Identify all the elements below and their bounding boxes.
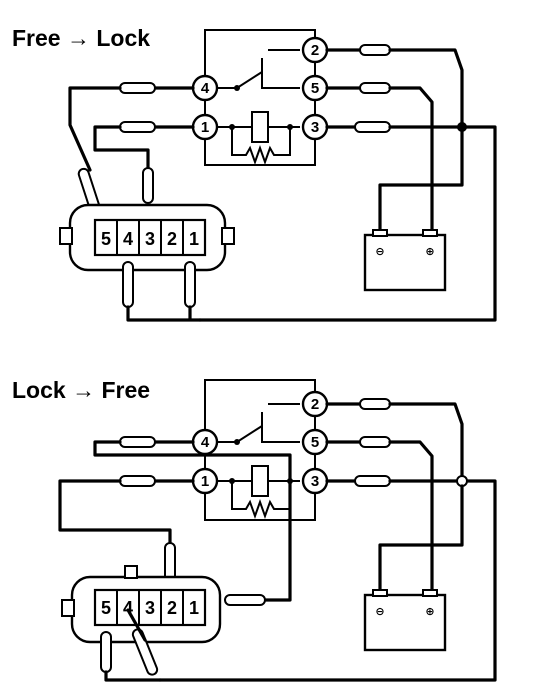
connector-pin: 3 [145, 229, 155, 249]
relay-coil-icon [217, 111, 300, 143]
relay-terminal-3: 3 [301, 467, 329, 495]
test-probe-icon [119, 436, 156, 448]
test-probe-icon [119, 475, 156, 487]
connector-icon: 5 4 3 2 1 [59, 203, 235, 272]
wire [104, 608, 162, 682]
wire [68, 86, 122, 172]
test-probe-icon [224, 594, 266, 606]
relay-terminal-4: 4 [191, 74, 219, 102]
connector-pin: 2 [167, 229, 177, 249]
connector-pin: 1 [189, 229, 199, 249]
test-probe-icon [100, 631, 112, 673]
svg-text:2: 2 [311, 396, 319, 413]
battery-positive-symbol: ⊕ [425, 605, 434, 618]
battery-positive-symbol: ⊕ [425, 245, 434, 258]
svg-text:2: 2 [311, 42, 319, 59]
test-probe-icon [359, 82, 391, 94]
diagram-lock-to-free: Lock → Free 4 1 2 5 [12, 377, 497, 682]
test-probe-icon [119, 82, 156, 94]
wire [388, 48, 464, 127]
relay-terminal-1: 1 [191, 113, 219, 141]
relay-terminal-5: 5 [301, 74, 329, 102]
relay-terminal-4: 4 [191, 428, 219, 456]
relay-terminal-2: 2 [301, 390, 329, 418]
connector-pin: 1 [189, 598, 199, 618]
wire [378, 125, 464, 242]
relay-coil-icon [217, 465, 300, 497]
relay-switch-icon [217, 403, 300, 445]
battery-negative-symbol: ⊖ [375, 245, 384, 258]
test-probe-icon [359, 436, 391, 448]
wire [388, 402, 464, 482]
wire [58, 479, 172, 547]
test-probe-icon [359, 398, 391, 410]
connector-pin: 4 [123, 598, 133, 618]
svg-text:1: 1 [201, 119, 209, 136]
test-probe-icon [122, 261, 134, 308]
wire [126, 305, 202, 322]
svg-text:4: 4 [201, 434, 210, 451]
connector-pin: 4 [123, 229, 133, 249]
svg-text:5: 5 [311, 80, 319, 97]
battery-icon: ⊖ ⊕ [363, 589, 447, 652]
diagram-free-to-lock: Free → Lock 4 1 2 [12, 25, 497, 322]
svg-text:3: 3 [311, 119, 319, 136]
svg-text:5: 5 [311, 434, 319, 451]
connector-icon: 5 4 3 2 1 [61, 565, 222, 644]
svg-text:4: 4 [201, 80, 210, 97]
relay-terminal-2: 2 [301, 36, 329, 64]
test-probe-icon [142, 167, 154, 204]
wire [93, 125, 150, 170]
test-probe-icon [354, 475, 391, 487]
diagram-title: Lock → Free [12, 377, 150, 403]
relay-terminal-3: 3 [301, 113, 329, 141]
test-probe-icon [131, 628, 159, 676]
test-probe-icon [184, 261, 196, 308]
svg-text:3: 3 [311, 473, 319, 490]
diagram-title: Free → Lock [12, 25, 150, 51]
svg-text:1: 1 [201, 473, 209, 490]
resistor-icon [231, 481, 291, 519]
test-probe-icon [119, 121, 156, 133]
connector-pin: 3 [145, 598, 155, 618]
relay-terminal-1: 1 [191, 467, 219, 495]
test-probe-icon [354, 121, 391, 133]
battery-icon: ⊖ ⊕ [363, 229, 447, 292]
test-probe-icon [359, 44, 391, 56]
resistor-icon [231, 127, 291, 165]
wire [378, 484, 464, 597]
relay-terminal-5: 5 [301, 428, 329, 456]
wire [198, 125, 497, 322]
connector-pin: 5 [101, 229, 111, 249]
connector-pin: 2 [167, 598, 177, 618]
wire [388, 440, 434, 597]
relay-body [204, 379, 316, 521]
wire [158, 479, 497, 682]
wire [93, 440, 292, 602]
battery-negative-symbol: ⊖ [375, 605, 384, 618]
wire [388, 86, 434, 242]
connector-pin: 5 [101, 598, 111, 618]
relay-switch-icon [217, 49, 300, 91]
